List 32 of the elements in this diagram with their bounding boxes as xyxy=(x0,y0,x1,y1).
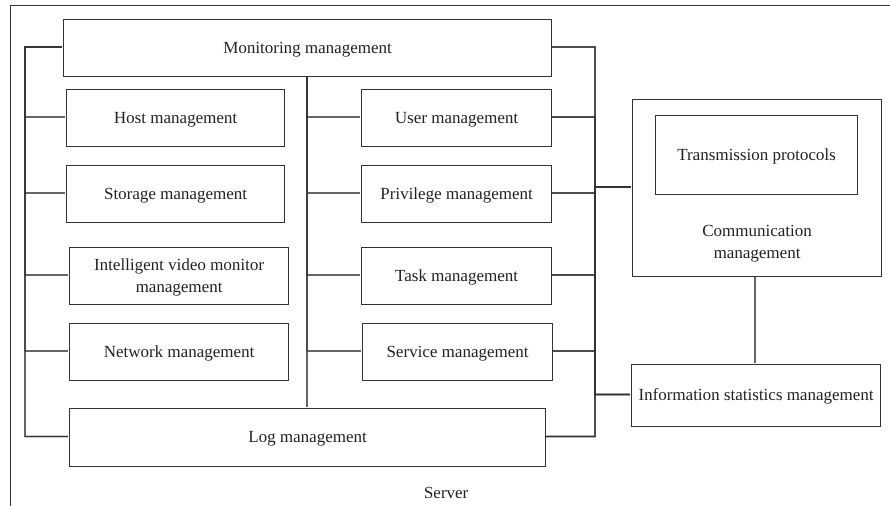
server-frame xyxy=(10,5,890,506)
module-box xyxy=(361,247,552,305)
module-label: Transmission protocols xyxy=(677,144,836,166)
module-label: Network management xyxy=(104,340,254,363)
module-label: Log management xyxy=(248,426,367,448)
module-label: Privilege management xyxy=(380,182,533,205)
module-box xyxy=(69,247,289,305)
connector-line xyxy=(24,46,68,438)
module-label: Service management xyxy=(386,340,529,363)
connector-line xyxy=(545,394,630,438)
connector-line xyxy=(754,275,756,364)
module-box xyxy=(362,323,553,381)
module-label: User management xyxy=(394,106,518,129)
frame-title: Server xyxy=(422,482,470,504)
module-label: Storage management xyxy=(104,182,248,205)
module-label: Communication management xyxy=(701,220,813,264)
module-box xyxy=(66,165,285,223)
module-box xyxy=(361,89,552,147)
module-box xyxy=(63,19,552,77)
module-label: Host management xyxy=(114,106,238,129)
module-box xyxy=(69,408,546,467)
module-label: Information statistics management xyxy=(638,384,874,406)
module-label: Task management xyxy=(395,264,518,287)
module-box xyxy=(69,323,289,381)
module-box xyxy=(361,165,552,223)
module-label: Intelligent video monitor management xyxy=(93,254,265,298)
module-box xyxy=(66,89,285,147)
module-box xyxy=(655,115,858,195)
module-label: Monitoring management xyxy=(223,36,392,59)
module-box xyxy=(632,99,882,277)
connector-line xyxy=(306,75,308,408)
module-box xyxy=(631,364,881,427)
